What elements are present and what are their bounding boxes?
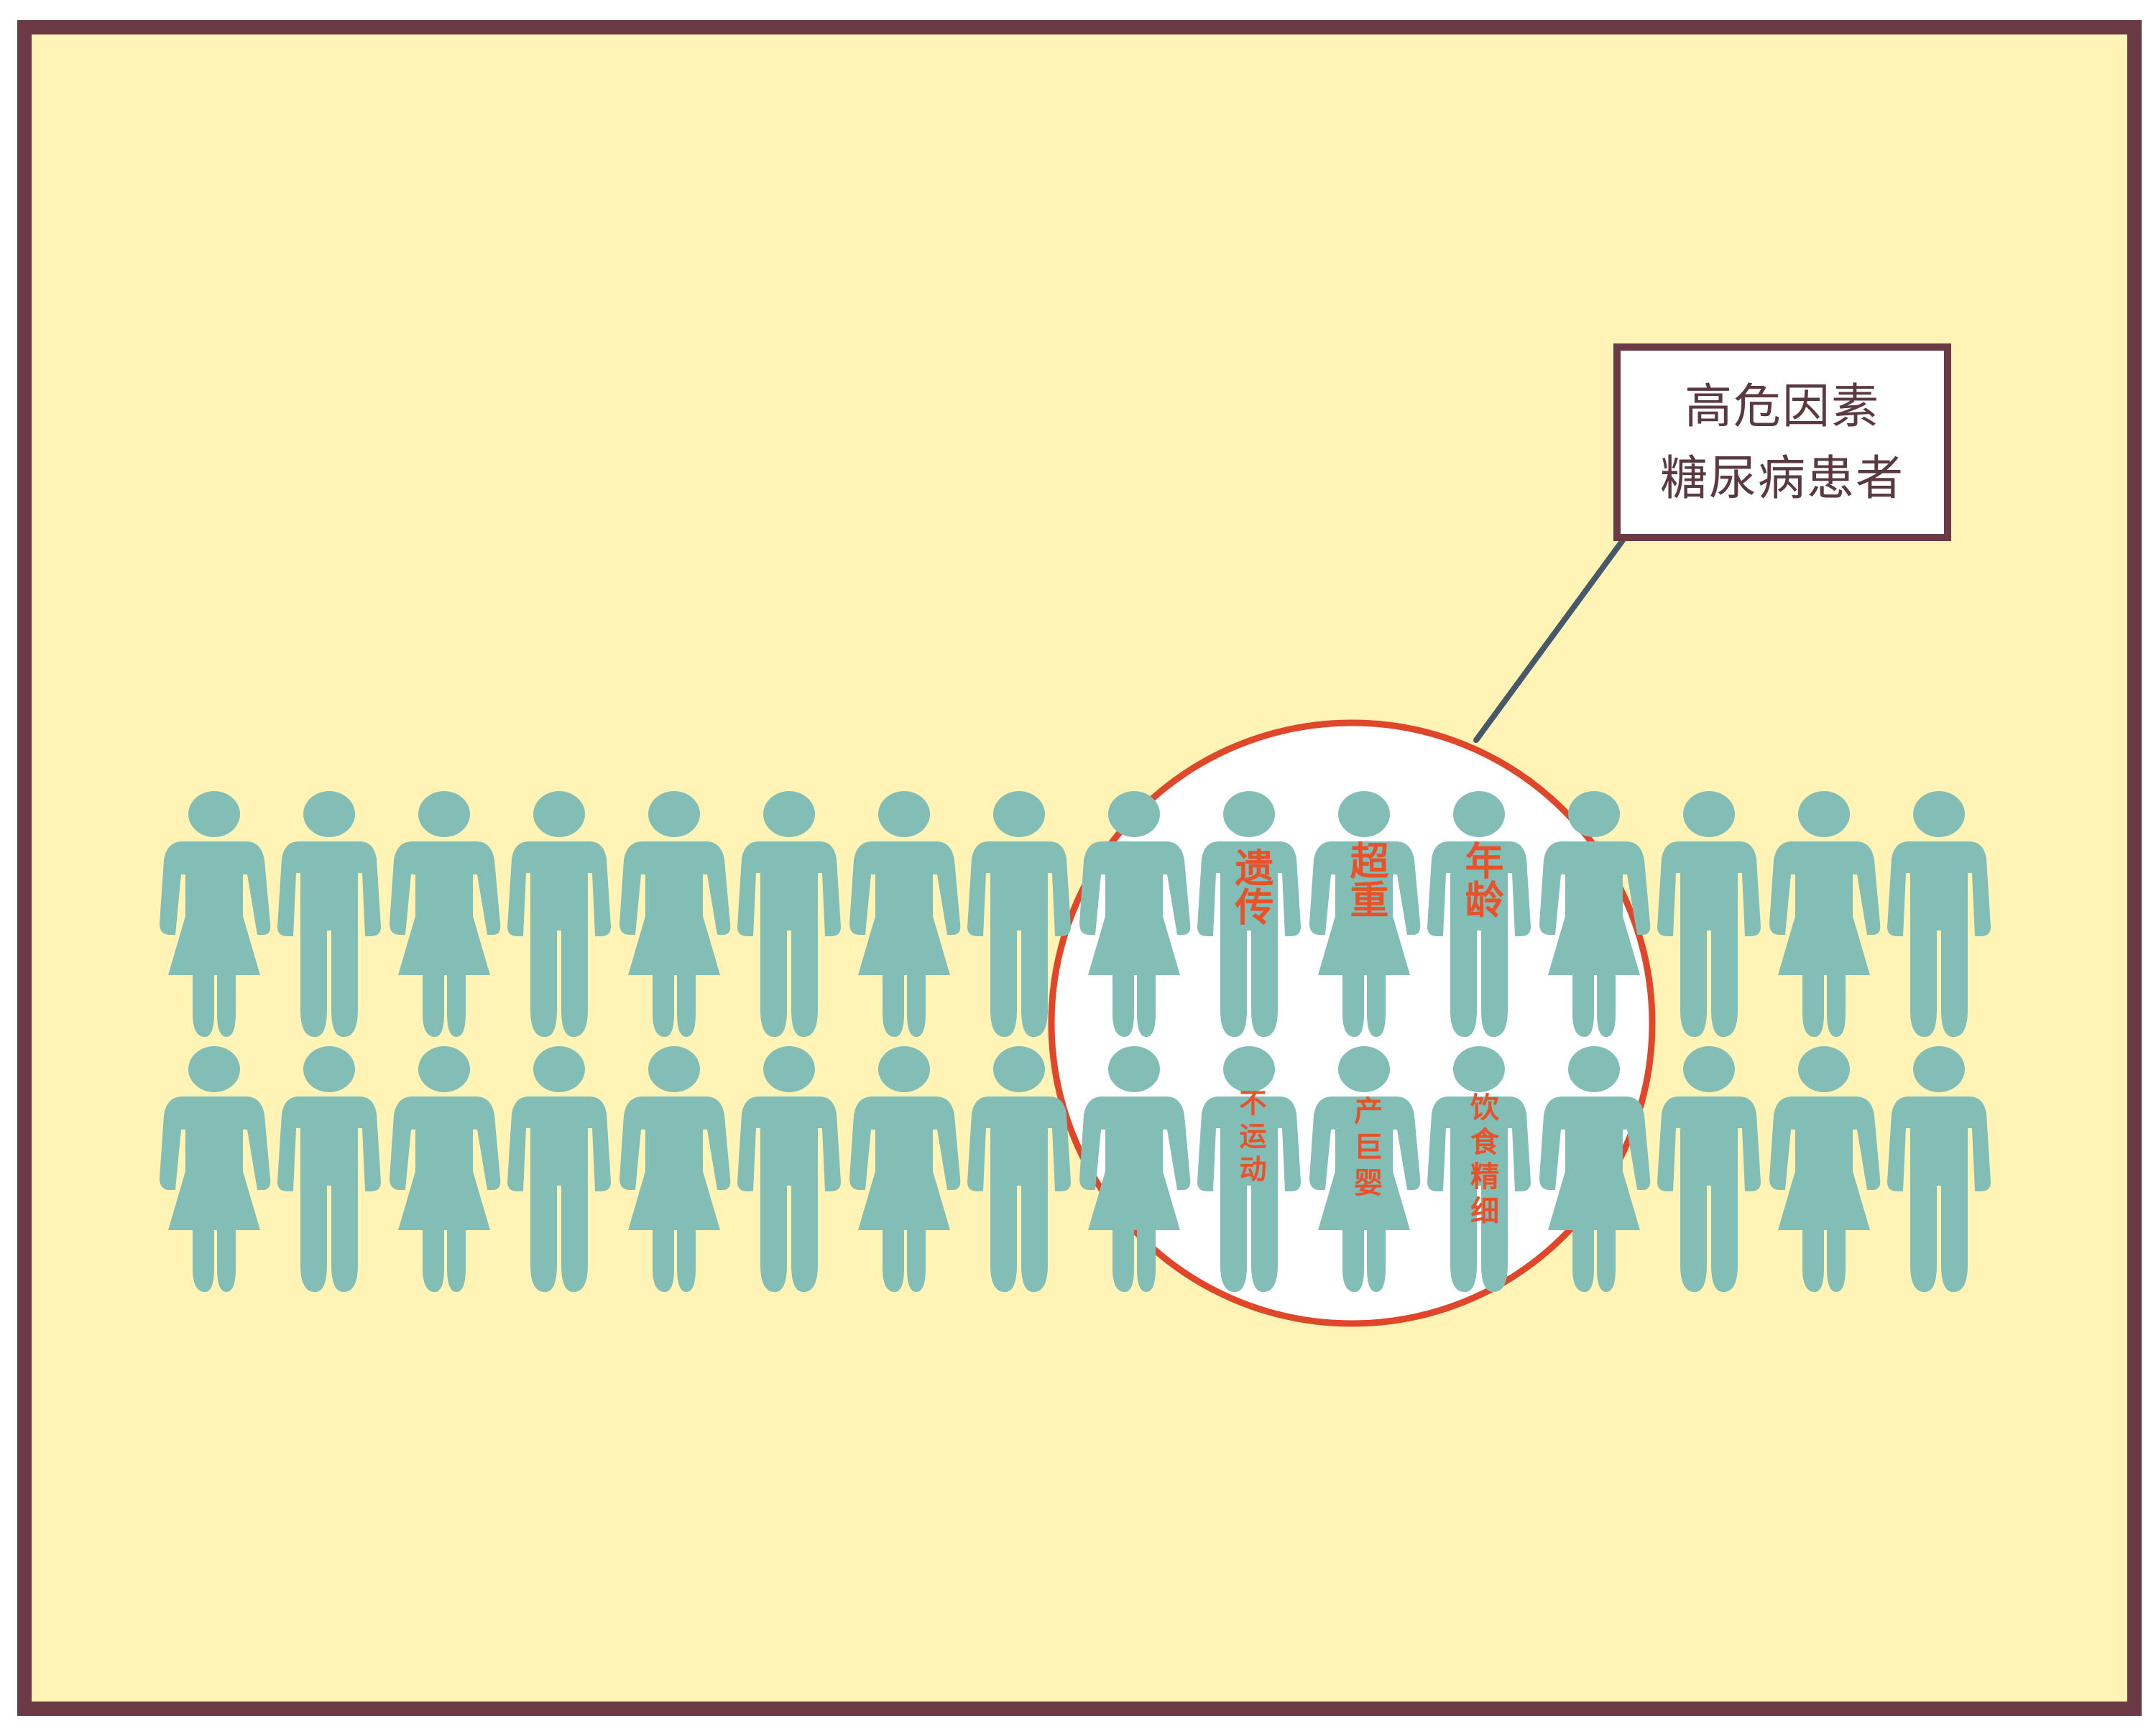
- risk-label-overweight: 超重: [1343, 841, 1388, 918]
- risk-label-refined-diet: 饮食精细: [1465, 1092, 1498, 1230]
- callout-title-line2: 糖尿病患者: [1660, 450, 1904, 506]
- risk-label-no-exercise: 不运动: [1235, 1089, 1266, 1188]
- callout-box: 高危因素 糖尿病患者: [1613, 343, 1951, 541]
- risk-label-heredity: 遗传: [1228, 848, 1273, 925]
- callout-title-line1: 高危因素: [1685, 378, 1880, 434]
- risk-label-age: 年龄: [1458, 841, 1503, 918]
- callout-pointer-line: [1473, 537, 1626, 743]
- risk-label-macrosomia: 产巨婴: [1349, 1096, 1382, 1204]
